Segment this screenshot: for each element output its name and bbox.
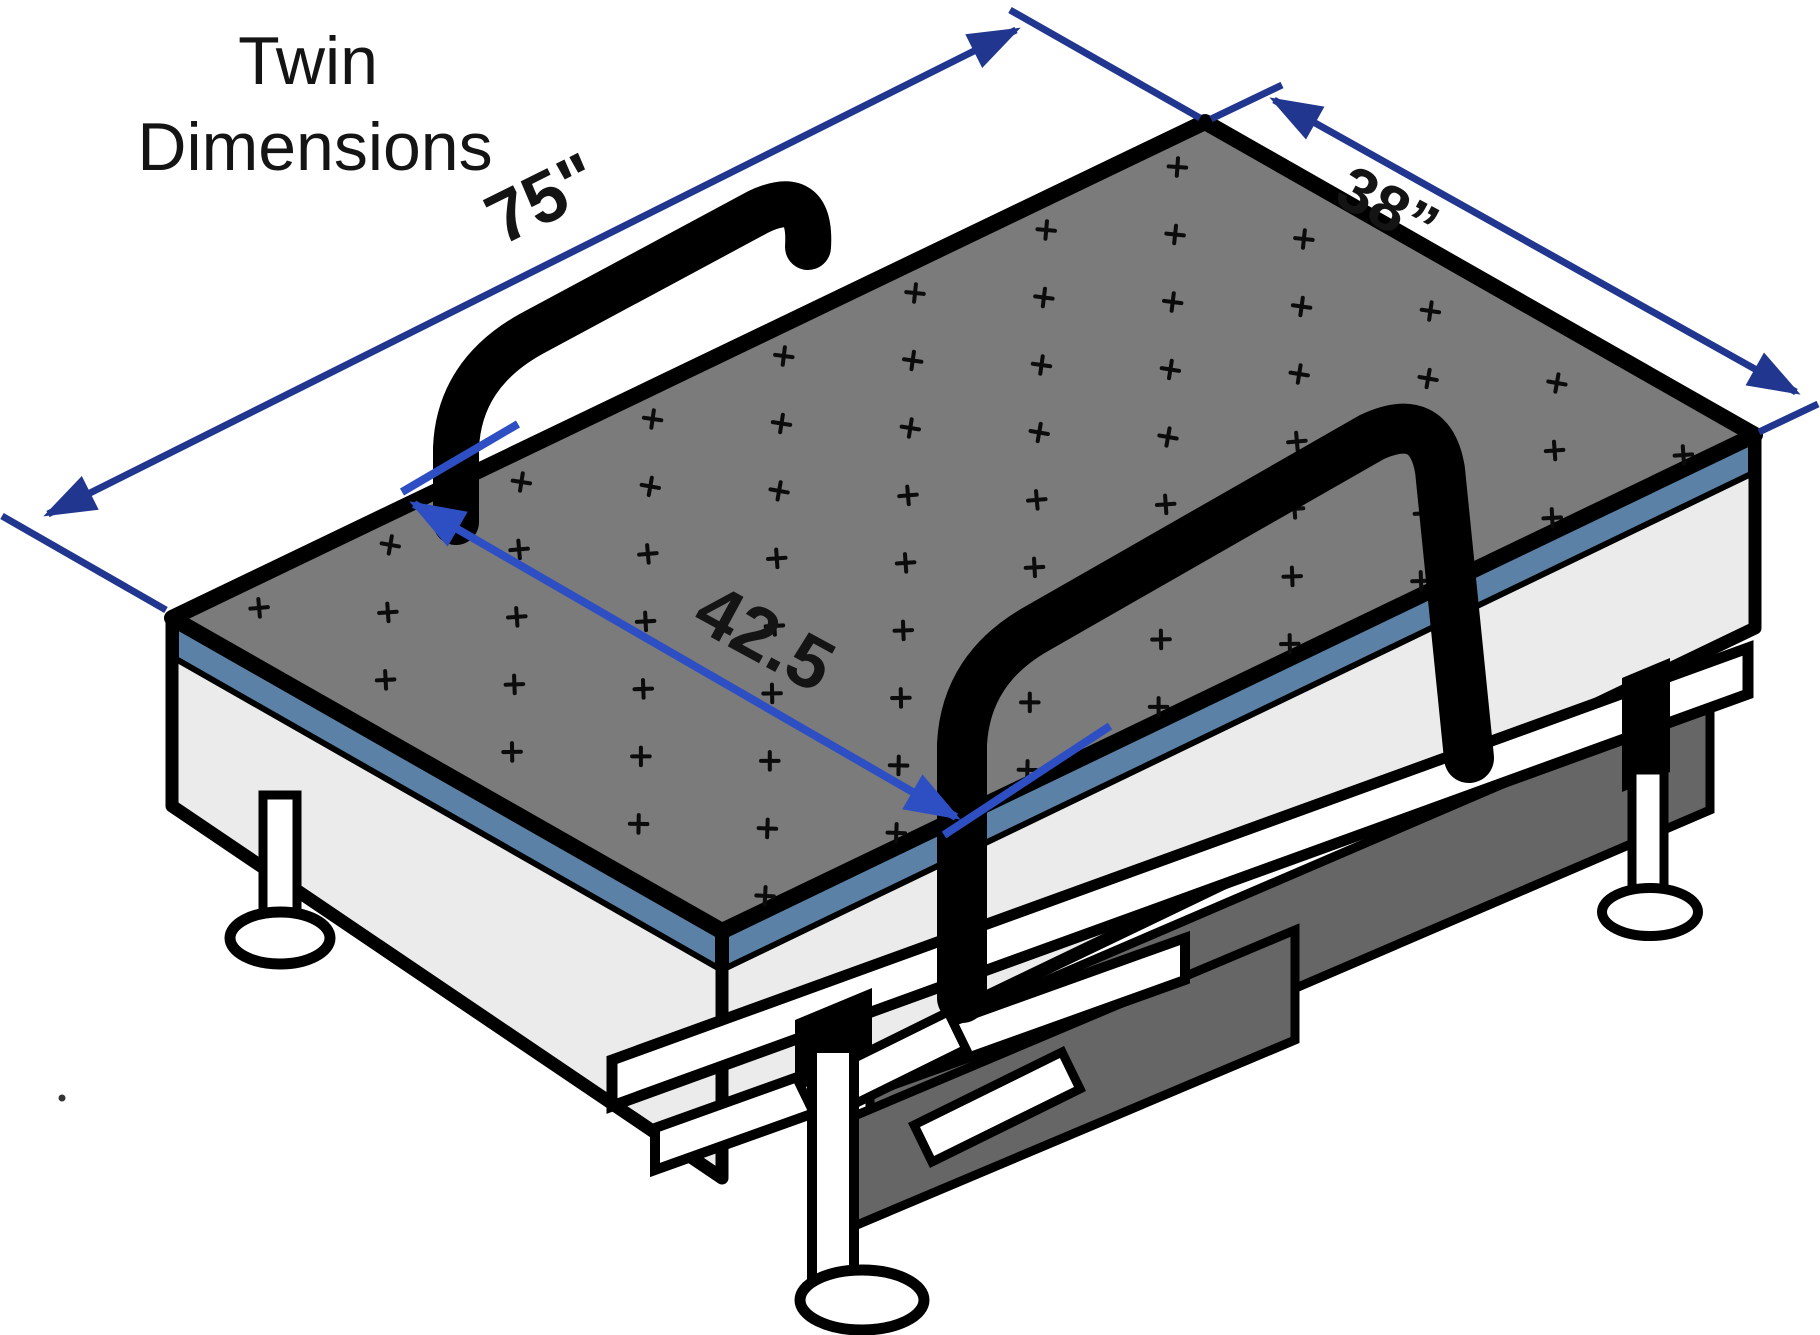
stray-dot (58, 1094, 66, 1102)
leg-right-foot (1597, 883, 1703, 941)
leg-center (807, 1043, 859, 1300)
dimension-line-length (43, 26, 1021, 518)
leg-center-foot (794, 1264, 930, 1335)
title-line-2: Dimensions (137, 109, 492, 185)
bed-illustration (164, 114, 1763, 1335)
dimension-line-gap (409, 500, 961, 821)
extension-tick-width-left (1209, 81, 1284, 123)
extension-tick-gap-left (399, 420, 521, 496)
extension-tick-length-top (1008, 6, 1202, 122)
leg-left-foot (224, 906, 336, 970)
dimension-line-width (1269, 96, 1801, 396)
title-line-1: Twin (238, 23, 378, 99)
leg-right-bracket (1622, 658, 1670, 792)
extension-tick-width-right (1757, 400, 1820, 436)
frame-crossbar-2 (907, 1045, 1087, 1169)
extension-tick-gap-right (941, 722, 1113, 839)
assist-rail-right (937, 403, 1494, 1023)
extension-tick-length-left (0, 512, 168, 614)
diagram-title: Twin Dimensions (137, 23, 492, 185)
